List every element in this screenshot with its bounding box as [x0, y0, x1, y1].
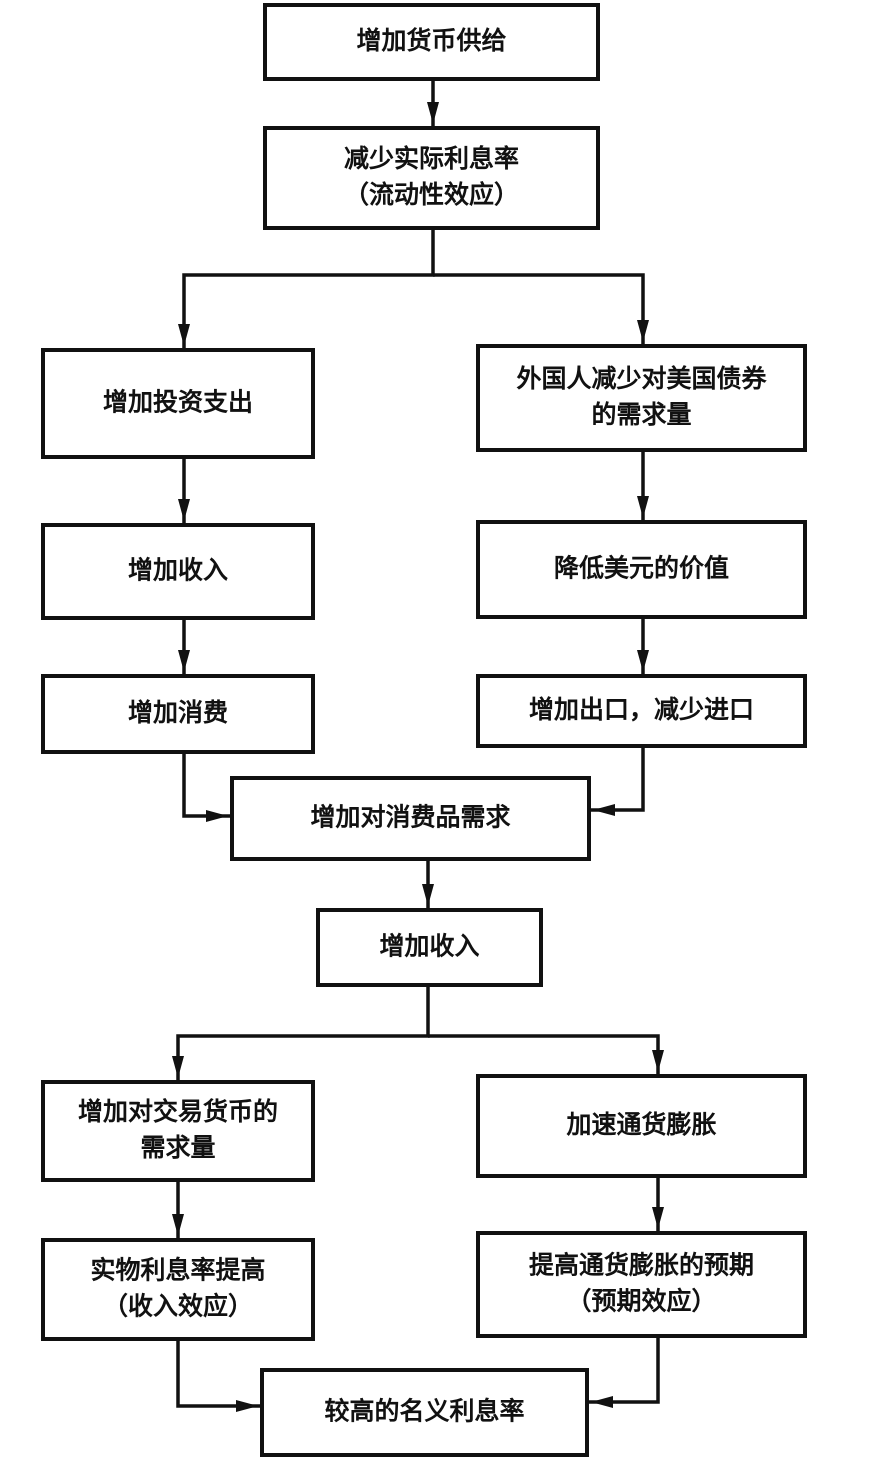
flow-node-n5: 增加收入	[41, 523, 315, 620]
node-label: 降低美元的价值	[554, 554, 729, 583]
node-box	[41, 1080, 315, 1182]
arrow-head-icon	[591, 1396, 613, 1408]
node-box	[230, 776, 591, 861]
arrow-head-icon	[178, 499, 190, 521]
connector-line	[428, 1034, 660, 1076]
connector-line	[176, 985, 430, 1082]
flow-node-n8: 增加出口，减少进口	[476, 674, 807, 748]
node-label-sub: （流动性效应）	[344, 180, 519, 209]
arrow-head-icon	[178, 650, 190, 672]
node-label: 增加投资支出	[103, 388, 253, 417]
connector-line	[587, 1336, 660, 1404]
node-box	[476, 1231, 807, 1338]
edge-n4-to-n6	[637, 450, 649, 522]
node-label: 外国人减少对美国债券	[516, 364, 767, 393]
node-box	[41, 523, 315, 620]
node-box	[41, 674, 315, 754]
node-label: 增加收入	[379, 932, 479, 961]
flow-node-n7: 增加消费	[41, 674, 315, 754]
edge-n1-to-n2	[427, 79, 439, 128]
arrow-head-icon	[172, 1214, 184, 1236]
arrow-head-icon	[652, 1207, 664, 1229]
node-label: 减少实际利息率	[344, 144, 519, 173]
connector-line	[589, 746, 645, 812]
flow-node-n1: 增加货币供给	[263, 3, 600, 81]
arrow-head-icon	[236, 1400, 258, 1412]
arrow-head-icon	[172, 1056, 184, 1078]
node-box	[260, 1368, 589, 1457]
arrow-head-icon	[652, 1050, 664, 1072]
arrow-head-icon	[637, 650, 649, 672]
edge-n6-to-n8	[637, 617, 649, 676]
edge-n3-to-n5	[178, 457, 190, 525]
arrow-head-icon	[637, 320, 649, 342]
node-label: 增加货币供给	[356, 26, 506, 55]
node-label-sub: （收入效应）	[103, 1292, 253, 1321]
arrow-head-icon	[178, 324, 190, 346]
node-label-sub: 需求量	[140, 1133, 215, 1162]
connector-line	[182, 228, 435, 350]
connector-line	[182, 752, 232, 818]
connector-line	[433, 273, 645, 346]
node-box	[476, 674, 807, 748]
node-box	[263, 126, 600, 230]
edge-n14-to-n15	[587, 1336, 660, 1408]
arrow-head-icon	[427, 102, 439, 124]
flow-node-n9: 增加对消费品需求	[230, 776, 591, 861]
node-label-sub: 的需求量	[591, 400, 691, 429]
edge-n2-to-n4	[433, 273, 649, 346]
node-label: 增加消费	[128, 698, 228, 727]
edge-n9-to-n10	[422, 859, 434, 910]
flow-node-n6: 降低美元的价值	[476, 520, 807, 619]
node-box	[41, 348, 315, 459]
flow-node-n2: 减少实际利息率 （流动性效应）	[263, 126, 600, 230]
flow-node-n13: 实物利息率提高 （收入效应）	[41, 1238, 315, 1341]
node-box	[316, 908, 543, 987]
edge-n12-to-n14	[652, 1176, 664, 1233]
edge-n2-to-n3	[178, 228, 435, 350]
arrow-head-icon	[637, 496, 649, 518]
flow-node-n10: 增加收入	[316, 908, 543, 987]
node-box	[263, 3, 600, 81]
edge-n10-to-n12	[428, 1034, 664, 1076]
node-label: 增加出口，减少进口	[529, 695, 754, 724]
node-box	[476, 520, 807, 619]
edge-n10-to-n11	[172, 985, 430, 1082]
edge-n5-to-n7	[178, 618, 190, 676]
node-box	[476, 344, 807, 452]
edge-n13-to-n15	[176, 1339, 262, 1412]
node-label: 提高通货膨胀的预期	[529, 1251, 754, 1280]
node-label: 增加收入	[128, 556, 228, 585]
arrow-head-icon	[593, 804, 615, 816]
node-label: 实物利息率提高	[90, 1256, 265, 1285]
node-label: 增加对消费品需求	[310, 803, 510, 832]
flow-node-n12: 加速通货膨胀	[476, 1074, 807, 1178]
edge-n11-to-n13	[172, 1180, 184, 1240]
flow-node-n3: 增加投资支出	[41, 348, 315, 459]
node-label: 增加对交易货币的	[78, 1097, 278, 1126]
edge-n8-to-n9	[589, 746, 645, 816]
node-label: 较高的名义利息率	[324, 1397, 524, 1426]
edge-n7-to-n9	[182, 752, 232, 822]
connector-line	[176, 1339, 262, 1408]
flow-node-n14: 提高通货膨胀的预期 （预期效应）	[476, 1231, 807, 1338]
node-box	[41, 1238, 315, 1341]
flow-node-n15: 较高的名义利息率	[260, 1368, 589, 1457]
arrow-head-icon	[206, 810, 228, 822]
arrow-head-icon	[422, 884, 434, 906]
node-label: 加速通货膨胀	[565, 1110, 716, 1139]
edges-layer	[172, 79, 664, 1412]
node-label-sub: （预期效应）	[566, 1287, 716, 1316]
node-box	[476, 1074, 807, 1178]
